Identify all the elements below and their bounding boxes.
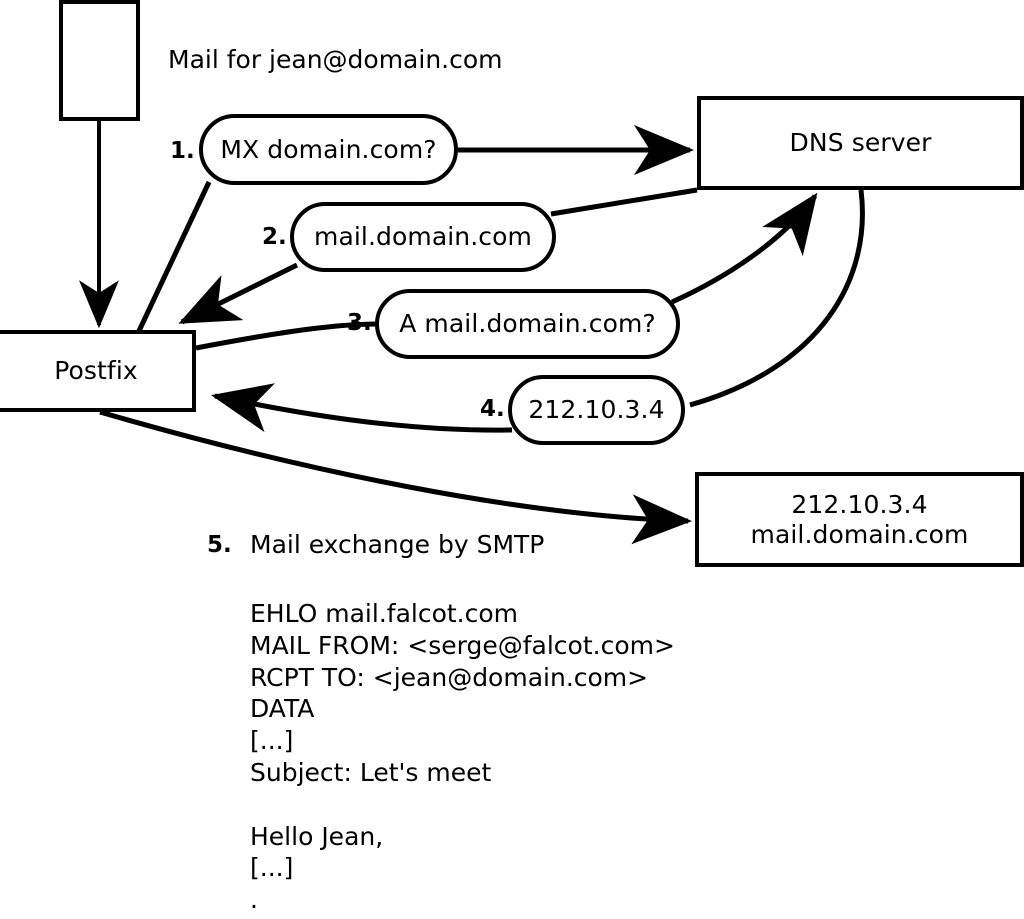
- postfix-label: Postfix: [54, 356, 138, 386]
- step-4-number: 4.: [480, 396, 505, 422]
- mail-server-node: 212.10.3.4 mail.domain.com: [695, 472, 1024, 567]
- step-5-number: 5.: [207, 532, 232, 558]
- step-1-number: 1.: [170, 138, 195, 164]
- step-4-bubble: 212.10.3.4: [508, 375, 685, 445]
- postfix-node: Postfix: [0, 330, 196, 412]
- dns-server-label: DNS server: [789, 128, 932, 158]
- dns-server-node: DNS server: [697, 96, 1024, 190]
- connector-dns-to-step4: [689, 189, 865, 408]
- connector-step4-to-postfix: [211, 383, 513, 433]
- connector-dns-to-step2: [550, 187, 698, 217]
- sender-box-label: [63, 4, 136, 117]
- step-1-label: MX domain.com?: [220, 134, 437, 164]
- connector-postfix-to-step1: [136, 180, 212, 333]
- step-3-label: A mail.domain.com?: [399, 309, 656, 339]
- smtp-transcript: EHLO mail.falcot.com MAIL FROM: <serge@f…: [250, 599, 675, 915]
- step-2-bubble: mail.domain.com: [290, 202, 556, 272]
- connector-step2-to-postfix: [178, 262, 299, 325]
- connector-postfix-to-mailserver: [99, 409, 692, 545]
- step-3-number: 3.: [347, 310, 372, 336]
- step-1-bubble: MX domain.com?: [199, 114, 458, 185]
- connector-postfix-to-step3: [195, 321, 379, 351]
- step-5-label: Mail exchange by SMTP: [250, 530, 545, 559]
- connector-step3-to-dns: [670, 192, 818, 305]
- step-4-label: 212.10.3.4: [528, 395, 665, 425]
- sender-box: [59, 0, 140, 121]
- step-2-label: mail.domain.com: [314, 222, 532, 252]
- mail-for-caption: Mail for jean@domain.com: [168, 45, 503, 74]
- mail-server-label: 212.10.3.4 mail.domain.com: [750, 490, 969, 549]
- step-3-bubble: A mail.domain.com?: [375, 289, 680, 359]
- step-2-number: 2.: [262, 224, 287, 250]
